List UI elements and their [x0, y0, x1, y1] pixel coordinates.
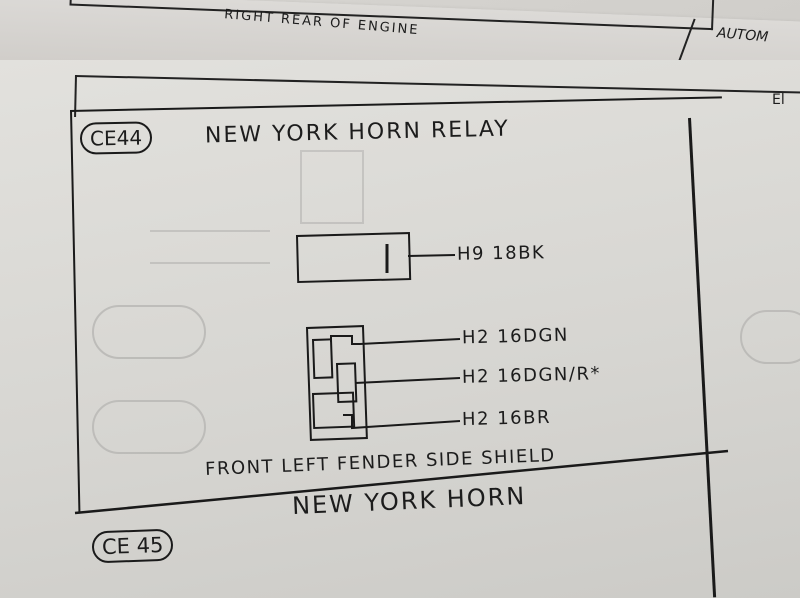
bleed-through-ring-1: [92, 305, 206, 359]
wire-label-dgn: H2 16DGN: [461, 324, 570, 349]
section-divider: [74, 449, 729, 515]
bleed-through-ring-2: [92, 400, 206, 454]
wire-br: [343, 414, 461, 430]
wire-dgn: [330, 335, 461, 345]
bleed-through-box: [300, 150, 364, 224]
terminal-1: [311, 338, 334, 380]
terminal-3: [311, 391, 356, 430]
wire-dgn-r: [354, 377, 461, 384]
bleed-through-ring-3: [740, 310, 800, 364]
right-edge-letters: El: [772, 92, 785, 108]
relay-wire-h9: [407, 254, 456, 257]
wire-label-dgn-r: H2 16DGN/R*: [461, 363, 602, 388]
bleed-through-lines: [150, 230, 270, 264]
wire-label-h9: H9 18BK: [456, 242, 546, 265]
relay-connector-body: [295, 232, 412, 284]
wire-label-br: H2 16BR: [461, 406, 552, 431]
ce45-tag: CE 45: [91, 528, 174, 564]
